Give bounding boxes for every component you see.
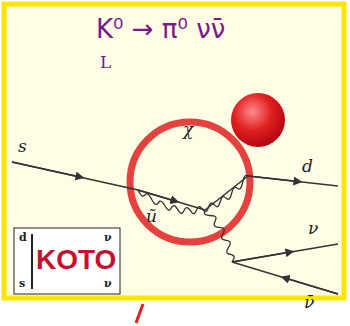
- particle-label: χ: [183, 121, 193, 138]
- red-ball: [231, 93, 285, 147]
- particle-label: ν̄: [304, 294, 314, 311]
- frame: [4, 4, 344, 298]
- particle-label: s: [18, 138, 27, 155]
- nu-line: [232, 244, 338, 262]
- red-slash: [136, 304, 143, 323]
- logo-box: [14, 228, 120, 294]
- logo-letter: d: [19, 232, 27, 243]
- logo-letter: ν: [104, 232, 112, 243]
- particle-label: ν: [308, 220, 318, 237]
- d-arrow: [248, 176, 298, 182]
- particle-label: d: [302, 158, 313, 175]
- logo-letter: ν: [104, 278, 112, 289]
- title: K⁰ → π⁰ νν̄: [96, 16, 225, 42]
- logo-letter: s: [19, 278, 25, 289]
- d-quark-line: [248, 176, 338, 186]
- loop-circle: [130, 122, 250, 242]
- s-quark-line: [12, 162, 138, 190]
- s-arrow: [12, 162, 80, 177]
- nubar-line: [232, 262, 338, 294]
- logo-bar: [31, 234, 33, 289]
- subscript: L: [100, 54, 111, 71]
- nu-arrow: [232, 252, 290, 262]
- particle-label: ũ: [146, 208, 157, 225]
- z-wavy-line: [204, 210, 234, 262]
- logo-text: KOTO: [36, 246, 116, 274]
- nubar-arrow: [285, 278, 338, 294]
- internal-line: [205, 176, 248, 210]
